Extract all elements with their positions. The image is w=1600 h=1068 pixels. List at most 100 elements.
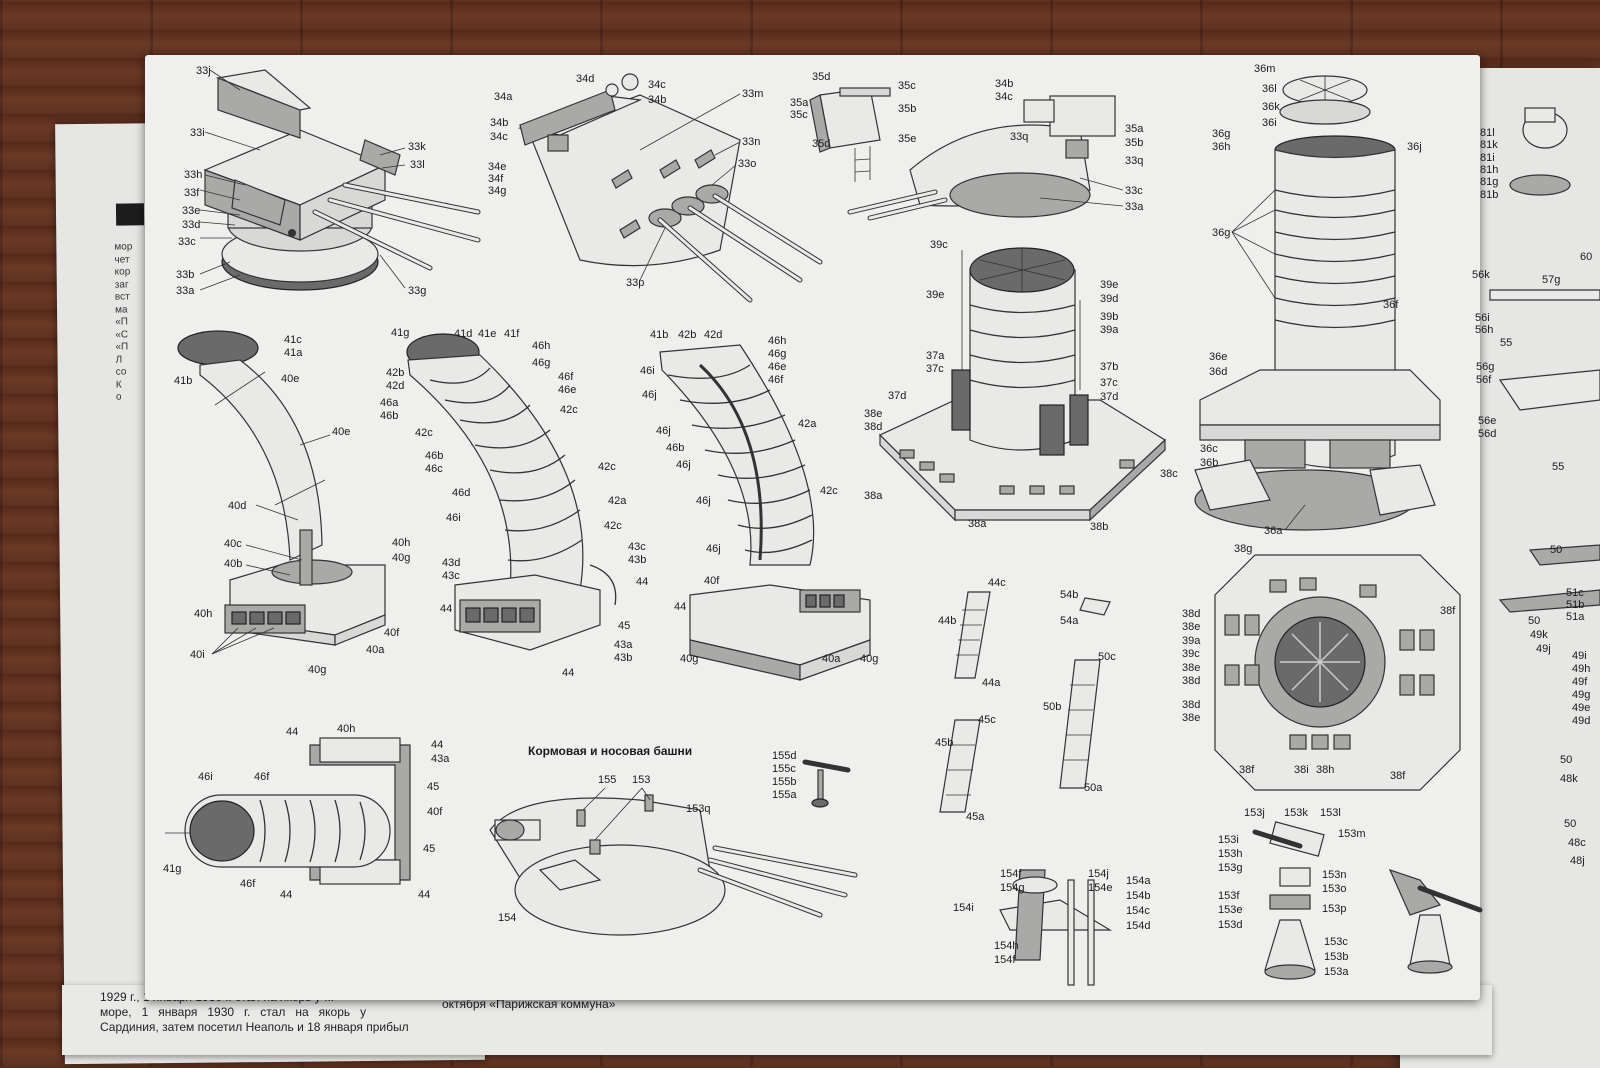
- callout-45b: 45b: [935, 737, 953, 749]
- callout-35a-turret: 35a: [1125, 123, 1144, 135]
- callout-155b: 155b: [772, 776, 796, 788]
- callout-35b-turret: 35b: [1125, 137, 1143, 149]
- callout-35d: 35d: [812, 71, 830, 83]
- callout-154g: 154g: [1000, 882, 1024, 894]
- callout-45-top-2: 45: [423, 843, 435, 855]
- callout-33f: 33f: [184, 187, 200, 199]
- callout-33n: 33n: [742, 136, 760, 148]
- callout-40e: 40e: [281, 373, 299, 385]
- callout-46i-top: 46i: [198, 771, 213, 783]
- callout-42a-center: 42a: [798, 418, 817, 430]
- callout-51a: 51a: [1566, 611, 1585, 623]
- callout-40i: 40i: [190, 649, 205, 661]
- callout-41f: 41f: [504, 328, 520, 340]
- callout-48k: 48k: [1560, 773, 1578, 785]
- callout-36b: 36b: [1200, 457, 1218, 469]
- callout-154b: 154b: [1126, 890, 1150, 902]
- callout-43b: 43b: [628, 554, 646, 566]
- labels-33b: 34b 34c 33q 35a 35b 33q 33c 33a: [995, 78, 1144, 213]
- callout-155d: 155d: [772, 750, 796, 762]
- callout-37a: 37a: [926, 350, 945, 362]
- callout-38e-plan: 38e: [1182, 621, 1200, 633]
- callout-153q: 153q: [686, 803, 710, 815]
- callout-153e: 153e: [1218, 904, 1242, 916]
- callout-42b-center: 42b: [678, 329, 696, 341]
- callout-39c: 39c: [930, 239, 948, 251]
- callout-81i: 81i: [1480, 152, 1495, 164]
- callout-33g: 33g: [408, 285, 426, 297]
- callout-42c-2: 42c: [598, 461, 616, 473]
- callout-39b: 39b: [1100, 311, 1118, 323]
- callout-46i-center: 46i: [640, 365, 655, 377]
- callout-43a-top: 43a: [431, 753, 450, 765]
- callout-34c-left: 34c: [490, 131, 508, 143]
- callout-56g: 56g: [1476, 361, 1494, 373]
- callout-81l: 81l: [1480, 127, 1495, 139]
- callout-37b: 37b: [1100, 361, 1118, 373]
- callout-154e: 154e: [1088, 882, 1112, 894]
- callout-56i: 56i: [1475, 312, 1490, 324]
- callout-44-top: 44: [286, 726, 298, 738]
- callout-153k: 153k: [1284, 807, 1308, 819]
- callout-46i: 46i: [446, 512, 461, 524]
- callout-35b: 35b: [898, 103, 916, 115]
- callout-38c: 38c: [1160, 468, 1178, 480]
- callout-54b: 54b: [1060, 589, 1078, 601]
- callout-50a: 50a: [1084, 782, 1103, 794]
- callout-46h: 46h: [532, 340, 550, 352]
- callout-155a: 155a: [772, 789, 797, 801]
- callout-50-c: 50: [1560, 754, 1572, 766]
- callout-44b: 44b: [938, 615, 956, 627]
- callout-33h: 33h: [184, 169, 202, 181]
- callout-41g: 41g: [391, 327, 409, 339]
- callout-46j-3: 46j: [676, 459, 691, 471]
- callout-49f: 49f: [1572, 676, 1588, 688]
- labels-34: 34d 34c 34b 34a 34b 34c 34e 34f 34g 33m …: [488, 73, 763, 289]
- bottom-text-left-3: Сардиния, затем посетил Неаполь и 18 янв…: [100, 1020, 409, 1034]
- callout-60: 60: [1580, 251, 1592, 263]
- callout-37d-right: 37d: [1100, 391, 1118, 403]
- callout-40g: 40g: [392, 552, 410, 564]
- callout-44-low: 44: [562, 667, 574, 679]
- callout-33e: 33e: [182, 205, 200, 217]
- funnel-37-drawing: [878, 247, 1166, 522]
- labels-platform: 44 40h 44 43a 45 40f 45 44 44 46i 46f 46…: [163, 723, 450, 901]
- callout-33p: 33p: [626, 277, 644, 289]
- callout-40b: 40b: [224, 558, 242, 570]
- callout-41e: 41e: [478, 328, 496, 340]
- callout-34c-turret: 34c: [995, 91, 1013, 103]
- callout-41g-top: 41g: [163, 863, 181, 875]
- callout-46b: 46b: [380, 410, 398, 422]
- callout-38d-plan-3: 38d: [1182, 699, 1200, 711]
- callout-81h: 81h: [1480, 164, 1498, 176]
- section-title: Кормовая и носовая башни: [528, 744, 692, 758]
- callout-46j-4: 46j: [696, 495, 711, 507]
- callout-42b: 42b: [386, 367, 404, 379]
- callout-46g: 46g: [532, 357, 550, 369]
- callout-34g: 34g: [488, 185, 506, 197]
- callout-33c: 33c: [178, 236, 196, 248]
- callout-153i: 153i: [1218, 834, 1239, 846]
- callout-153n: 153n: [1322, 869, 1346, 881]
- callout-44-top-low: 44: [418, 889, 430, 901]
- callout-40f-center: 40f: [704, 575, 720, 587]
- callout-55-lower: 55: [1552, 461, 1564, 473]
- callout-153c: 153c: [1324, 936, 1348, 948]
- callout-46j-5: 46j: [706, 543, 721, 555]
- aa-gun-153-drawing: [1252, 821, 1483, 980]
- callout-33k: 33k: [408, 141, 426, 153]
- labels-33: 33j 33i 33h 33f 33e 33d 33c 33b 33a 33k …: [176, 65, 426, 297]
- callout-33a: 33a: [176, 285, 195, 297]
- callout-37c-right: 37c: [1100, 377, 1118, 389]
- callout-34b: 34b: [648, 94, 666, 106]
- callout-45c: 45c: [978, 714, 996, 726]
- callout-46b-center: 46b: [666, 442, 684, 454]
- callout-33j: 33j: [196, 65, 211, 77]
- callout-46j: 46j: [642, 389, 657, 401]
- callout-154f: 154f: [1000, 868, 1022, 880]
- callout-54a: 54a: [1060, 615, 1079, 627]
- callout-45: 45: [618, 620, 630, 632]
- labels-aa-gun: 153j 153k 153l 153i 153h 153g 153m 153n …: [1218, 807, 1366, 978]
- callout-154f-low: 154f: [994, 954, 1016, 966]
